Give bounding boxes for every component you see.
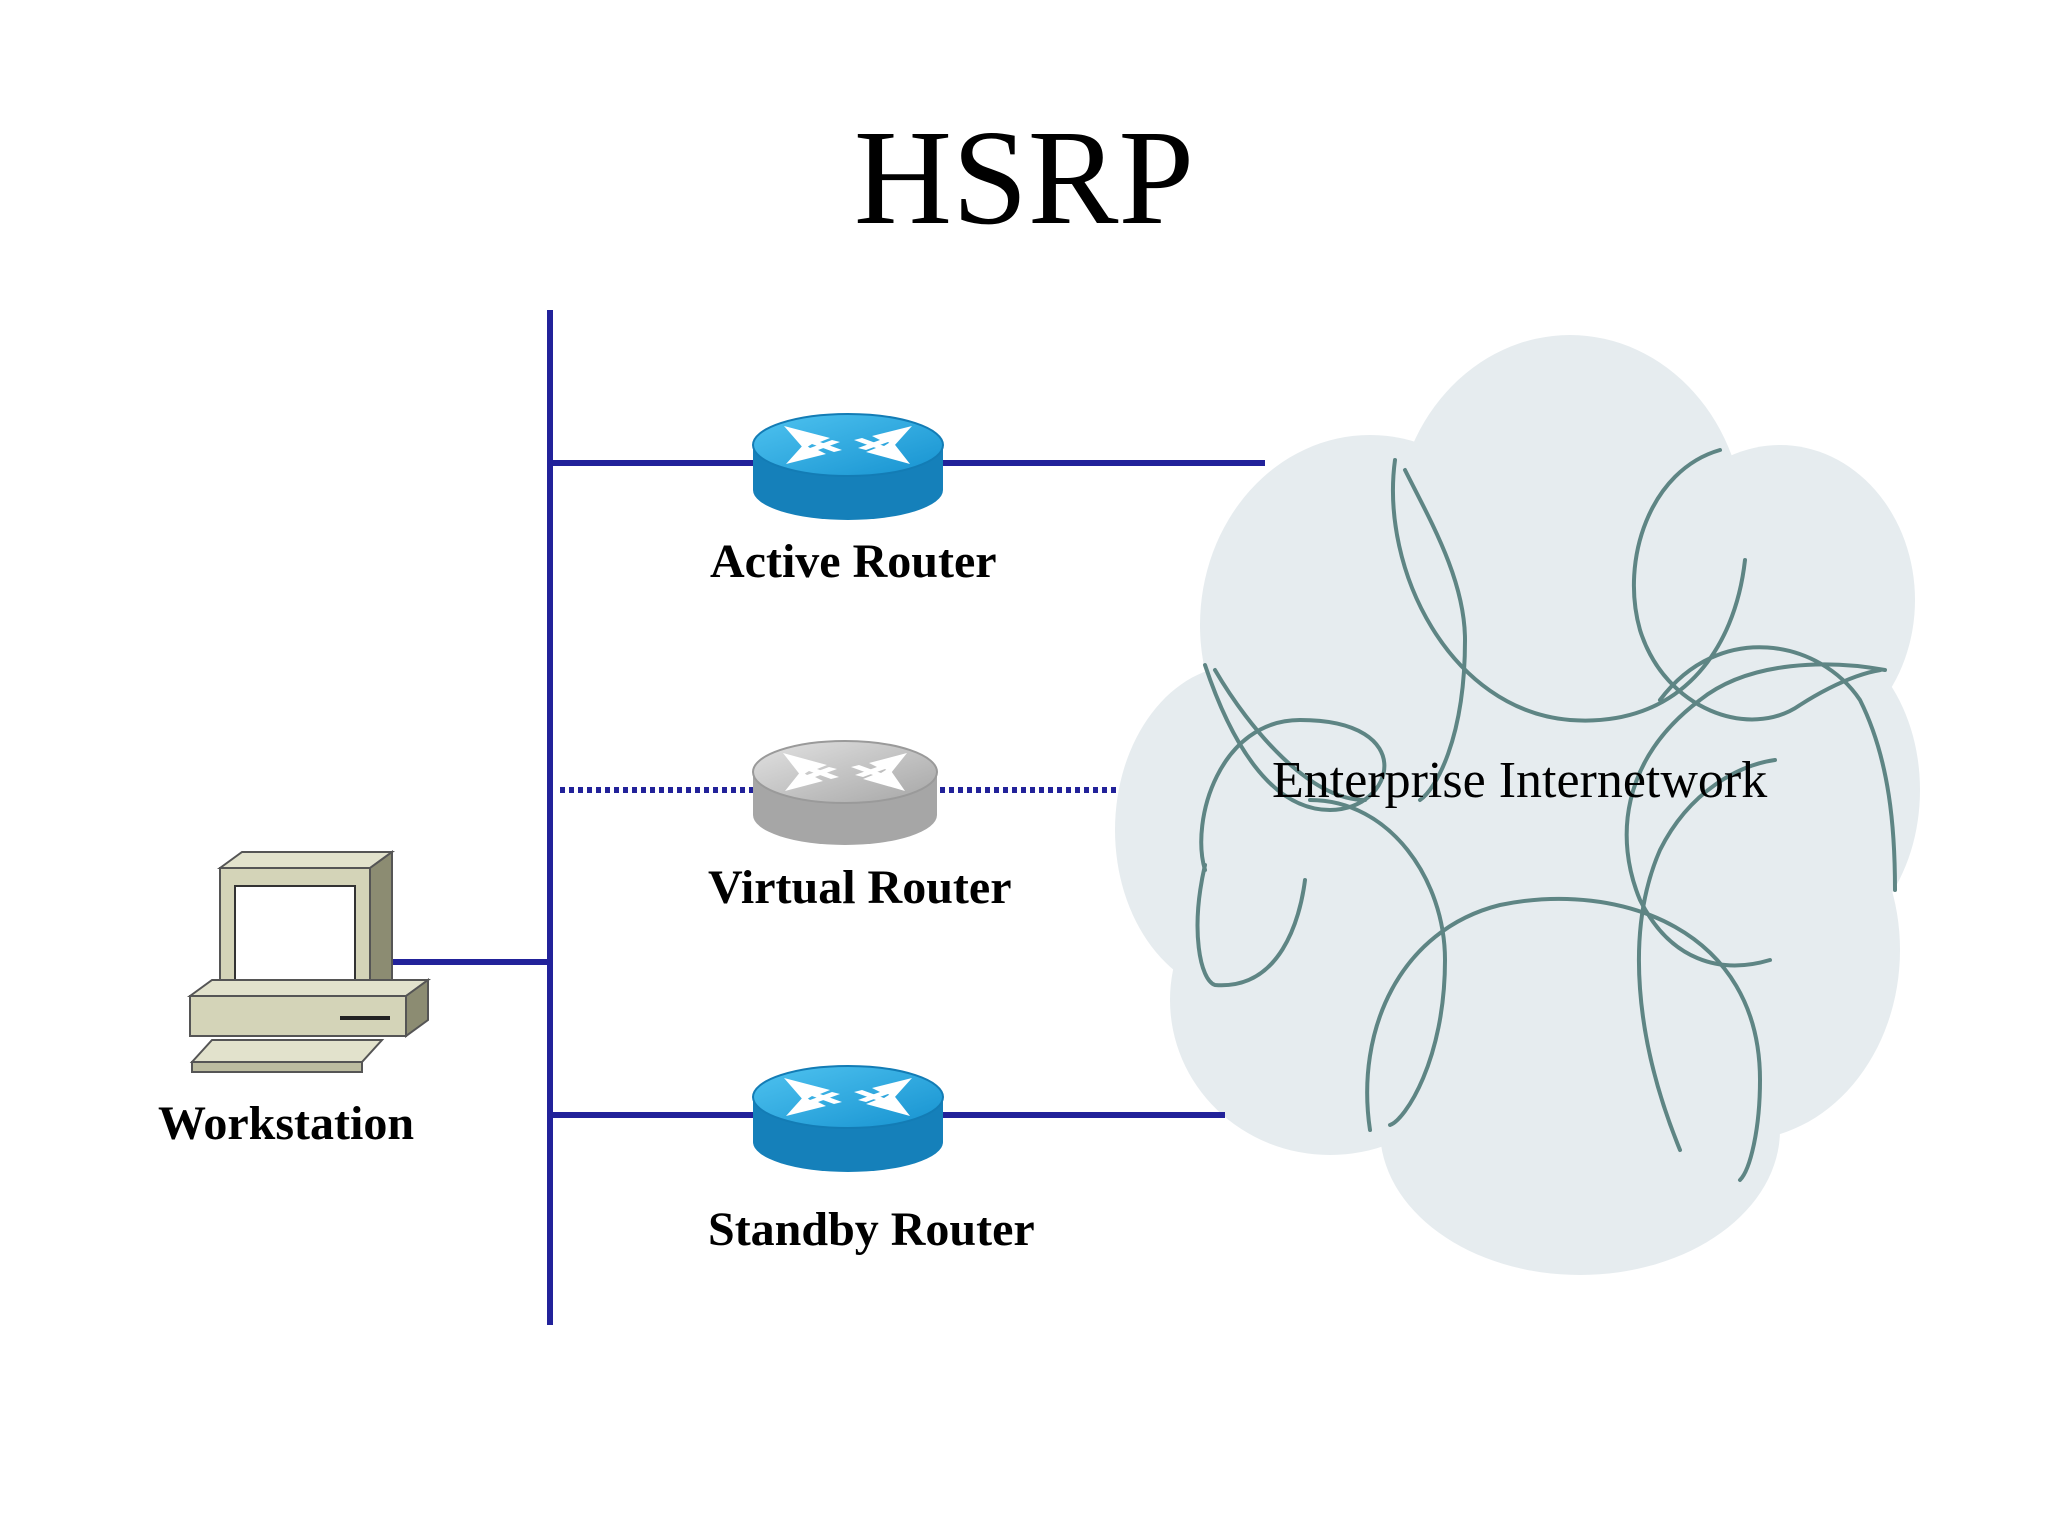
- workstation-icon: [186, 850, 432, 1073]
- slide-title: HSRP: [853, 103, 1195, 253]
- standby-router-label: Standby Router: [708, 1203, 1035, 1256]
- router-icon: [752, 413, 944, 520]
- active-router-label: Active Router: [710, 535, 997, 588]
- cloud-icon: [1115, 335, 1920, 1275]
- virtual-router-label: Virtual Router: [708, 861, 1012, 914]
- router-icon: [752, 1065, 944, 1172]
- workstation-label: Workstation: [158, 1097, 415, 1150]
- cloud-label: Enterprise Internetwork: [1272, 752, 1768, 809]
- router-icon: [752, 740, 938, 845]
